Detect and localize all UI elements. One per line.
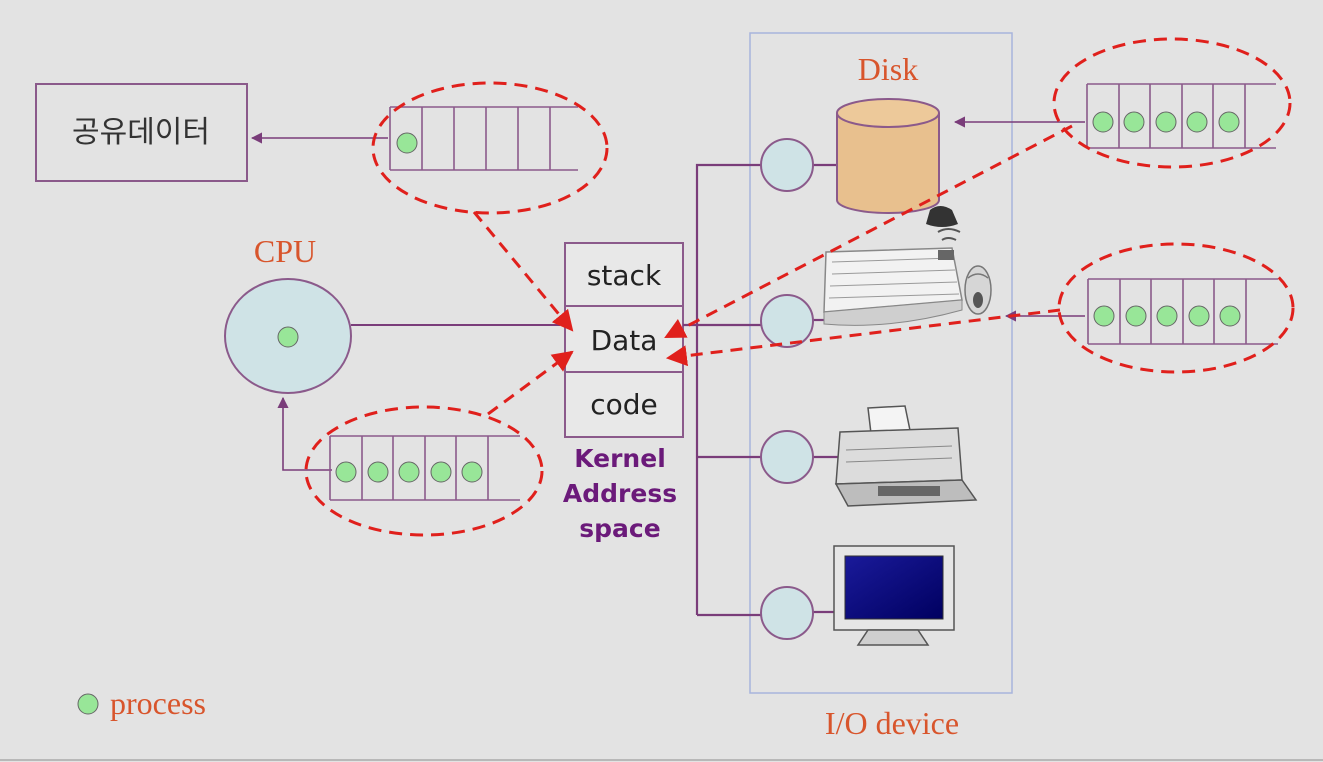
keyboard-queue-highlight (1057, 242, 1295, 374)
process-dot (461, 461, 483, 483)
process-dot (1155, 111, 1177, 133)
kernel-caption-line1: Kernel (574, 444, 666, 473)
shared-to-data-connector (472, 211, 574, 332)
kernel-caption: Kernel Address space (563, 444, 677, 543)
process-dot (1092, 111, 1114, 133)
process-dot (335, 461, 357, 483)
cpuqueue-to-data-connector (487, 350, 574, 416)
process-dot (396, 132, 418, 154)
shared-data-box: 공유데이터 (35, 83, 248, 182)
monitor-icon (833, 545, 955, 646)
shared-queue (389, 106, 578, 171)
disk-icon (836, 98, 940, 214)
process-dot (277, 326, 299, 348)
process-dot (430, 461, 452, 483)
cpu-queue-feedback-arrow (277, 396, 332, 471)
process-dot (1156, 305, 1178, 327)
process-dot (1219, 305, 1241, 327)
kernel-code-segment: code (590, 388, 658, 421)
process-dot (398, 461, 420, 483)
shared-queue-highlight (371, 81, 609, 215)
keyboard-controller-node (760, 294, 814, 348)
disk-label: Disk (858, 51, 918, 87)
legend: process (77, 685, 206, 721)
keyboard-to-data-connector (665, 308, 1061, 367)
kernel-data-segment: Data (591, 324, 658, 357)
process-dot (1125, 305, 1147, 327)
kernel-stack-segment: stack (587, 259, 662, 292)
legend-process-label: process (110, 685, 206, 721)
cpu-circle (224, 278, 352, 394)
process-dot (1093, 305, 1115, 327)
process-dot (1123, 111, 1145, 133)
monitor-controller-node (760, 586, 814, 640)
disk-queue-highlight (1052, 37, 1292, 169)
keyboard-queue (1087, 278, 1278, 345)
process-dot (1186, 111, 1208, 133)
io-device-label: I/O device (825, 705, 959, 741)
disk-controller-node (760, 138, 814, 192)
disk-queue (1086, 83, 1276, 149)
legend-process-dot (77, 693, 99, 715)
keyboard-icon (823, 206, 992, 326)
kernel-caption-line3: space (579, 514, 660, 543)
cpu-label: CPU (254, 233, 316, 269)
printer-controller-node (760, 430, 814, 484)
kernel-address-space: stack Data code (564, 242, 684, 438)
printer-icon (834, 405, 978, 507)
process-dot (1218, 111, 1240, 133)
cpu-queue-highlight (304, 405, 544, 537)
io-device-group-box (749, 32, 1013, 694)
shared-data-label: 공유데이터 (72, 115, 210, 150)
io-bus (683, 163, 840, 617)
disk-to-data-connector (664, 124, 1073, 339)
process-dot (1188, 305, 1210, 327)
process-dot (367, 461, 389, 483)
kernel-caption-line2: Address (563, 479, 677, 508)
dashed-connectors (472, 124, 1073, 416)
cpu-ready-queue (329, 435, 520, 501)
